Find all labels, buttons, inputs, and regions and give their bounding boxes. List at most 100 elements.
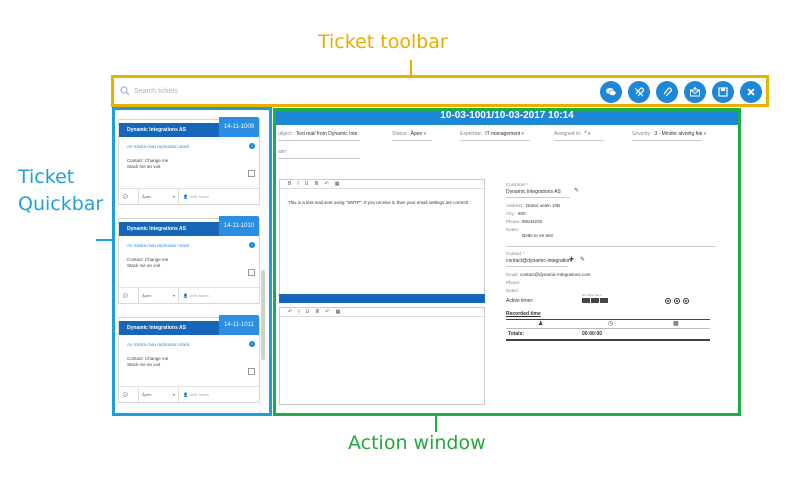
ticket-date: 14-11-1011 [219, 315, 259, 335]
ticket-body-line: Stack me an voit [127, 262, 161, 268]
owner-value: Velle tauen [189, 293, 209, 298]
subject-value: Test mail from Dynamic Inte [295, 131, 358, 137]
status-label: Status: [392, 131, 408, 137]
ticket-body-line: Stack me an voit [127, 163, 161, 169]
recorded-header-divider [506, 328, 710, 329]
status-select[interactable]: Åpen▾ [139, 288, 179, 303]
undo-button[interactable]: ↶ [324, 181, 329, 187]
attach-button[interactable] [628, 81, 650, 103]
comments-icon[interactable]: 💬 [119, 189, 139, 204]
contact-underline [506, 266, 568, 267]
ticket-company: Dynamic Integrations AS [119, 321, 222, 335]
contact-value[interactable]: contact@dynamic-integration [506, 258, 571, 264]
owner-field[interactable]: 👤 Velle tauen [179, 194, 209, 199]
assigned-field[interactable]: Assigned to:* ▾ [554, 131, 591, 137]
attach-alt-icon [663, 87, 672, 97]
info-icon[interactable]: i [249, 242, 255, 248]
severity-underline [632, 140, 702, 141]
italic-button[interactable]: I [298, 309, 300, 315]
save-button[interactable] [712, 81, 734, 103]
comments-icon[interactable]: 💬 [119, 387, 139, 402]
ticket-card[interactable]: Dynamic Integrations AS 14-11-1009 An mi… [118, 117, 260, 205]
underline-button[interactable]: U [304, 181, 309, 187]
underline-button[interactable]: U [305, 309, 310, 315]
email-label: Email: [506, 272, 519, 277]
quickbar-scrollbar[interactable] [261, 270, 265, 360]
ticket-subject-link[interactable]: An mistra man replication stack [127, 144, 190, 149]
severity-label: Severity: [632, 131, 652, 137]
ticket-company: Dynamic Integrations AS [119, 222, 222, 236]
ticket-footer: 💬 Åpen▾ 👤 Velle tauen [119, 287, 259, 303]
ticket-card[interactable]: Dynamic Integrations AS 14-11-1011 An mi… [118, 315, 260, 403]
message-editor[interactable]: B I U ≣ ↶ ▦ This is a test mail sent usi… [279, 179, 485, 302]
editor-resize-bar[interactable] [279, 294, 485, 303]
ticket-subject-link[interactable]: An mistra man replication stack [127, 243, 190, 248]
chat-button[interactable] [600, 81, 622, 103]
customer-underline [506, 197, 570, 198]
search-input[interactable]: Search tickets [120, 82, 540, 100]
severity-field[interactable]: Severity:3 - Mindre alvorlig fek ▾ [632, 131, 707, 137]
redo-button[interactable]: ↶ [325, 309, 330, 315]
annotation-action-window: Action window [348, 432, 486, 454]
info-icon[interactable]: i [249, 143, 255, 149]
ticket-checkbox[interactable] [248, 170, 255, 177]
comments-icon[interactable]: 💬 [119, 288, 139, 303]
customer-value[interactable]: Dynamic Integrations AS [506, 189, 561, 195]
extra-field[interactable]: aim [278, 149, 287, 155]
clock-icon: ◷ [608, 321, 614, 327]
subject-label: ubject: [278, 131, 293, 137]
bold-button[interactable]: B [288, 181, 292, 187]
totals-label: Totals: [508, 331, 525, 337]
calendar-icon: ▦ [673, 321, 679, 327]
notes-value: Dette er en test [522, 233, 553, 238]
attach-alt-button[interactable] [656, 81, 678, 103]
address-value: Damic seien 10B [526, 203, 561, 208]
edit-contact-icon[interactable]: ✎ [580, 257, 586, 263]
save-icon [718, 87, 728, 97]
undo-button[interactable]: ↶ [288, 309, 293, 315]
reply-editor[interactable]: ↶ I U ≣ ↶ ▦ [279, 307, 485, 405]
contact-notes-label: Notes: [506, 288, 520, 293]
expertise-field[interactable]: Expertise:IT management ▾ [460, 131, 525, 137]
active-timer-label: Active timer: [506, 298, 534, 304]
subject-underline [278, 140, 360, 141]
status-field[interactable]: Status:Åpen ▾ [392, 131, 427, 137]
assigned-label: Assigned to: [554, 131, 582, 137]
list-button[interactable]: ≣ [315, 309, 320, 315]
list-button[interactable]: ≣ [314, 181, 319, 187]
toolbar-buttons [600, 81, 762, 103]
status-select[interactable]: Åpen▾ [139, 387, 179, 402]
expertise-label: Expertise: [460, 131, 483, 137]
chevron-down-icon: ▾ [172, 293, 175, 298]
edit-customer-icon[interactable]: ✎ [574, 188, 580, 194]
subject-field[interactable]: ubject:Test mail from Dynamic Inte [278, 131, 357, 137]
status-select[interactable]: Åpen▾ [139, 189, 179, 204]
image-button[interactable]: ▦ [334, 181, 340, 187]
close-button[interactable] [740, 81, 762, 103]
info-icon[interactable]: i [249, 341, 255, 347]
recorded-time-title: Recorded time [506, 311, 541, 317]
timer-stop-button[interactable] [683, 298, 689, 304]
action-window: 10-03-1001/10-03-2017 10:14 ubject:Test … [273, 108, 741, 416]
timer-play-button[interactable] [665, 298, 671, 304]
annotation-ticket-toolbar: Ticket toolbar [318, 31, 448, 53]
owner-field[interactable]: 👤 Velle tauen [179, 392, 209, 397]
annotation-ticket-quickbar: Ticket Quickbar [18, 164, 103, 218]
ticket-subject-link[interactable]: An mistra man replication stack [127, 342, 190, 347]
owner-value: Velle tauen [189, 392, 209, 397]
ticket-checkbox[interactable] [248, 269, 255, 276]
ticket-checkbox[interactable] [248, 368, 255, 375]
search-placeholder: Search tickets [134, 87, 178, 95]
mail-button[interactable] [684, 81, 706, 103]
user-icon: 👤 [183, 392, 188, 397]
user-icon: 👤 [183, 194, 188, 199]
ticket-body-line: Stack me an voit [127, 361, 161, 367]
user-icon: 👤 [183, 293, 188, 298]
italic-button[interactable]: I [297, 181, 299, 187]
image-button[interactable]: ▦ [335, 309, 341, 315]
ticket-card[interactable]: Dynamic Integrations AS 14-11-1010 An mi… [118, 216, 260, 304]
editor-content[interactable]: This is a test mail sent using "SMTP". I… [288, 200, 469, 205]
timer-pause-button[interactable] [674, 298, 680, 304]
add-contact-icon[interactable]: ✚ [569, 257, 575, 263]
owner-field[interactable]: 👤 Velle tauen [179, 293, 209, 298]
